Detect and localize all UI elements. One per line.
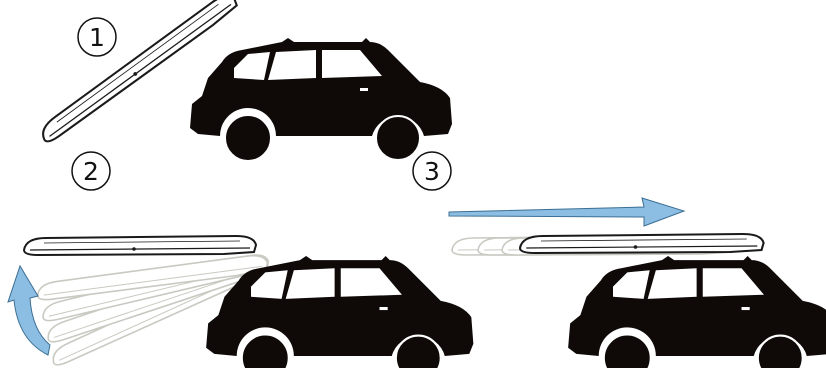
step-2-number: 2 (83, 157, 99, 186)
step-2: 2 (8, 152, 473, 368)
step-1: 1 (36, 0, 452, 161)
step-2-car (206, 256, 473, 368)
step-3-slide-arrow (449, 198, 684, 226)
step-1-marker: 1 (78, 18, 116, 56)
step-1-number: 1 (89, 23, 105, 52)
step-2-marker: 2 (72, 152, 110, 190)
step-2-rotate-arrow (8, 266, 50, 355)
step-2-roof-box (24, 236, 256, 255)
step-3-number: 3 (424, 157, 440, 186)
step-1-car (190, 38, 452, 161)
step-3-car (568, 256, 826, 368)
step-3-roof-box (520, 234, 764, 253)
step-3-marker: 3 (413, 152, 451, 190)
step-3: 3 (413, 152, 826, 368)
